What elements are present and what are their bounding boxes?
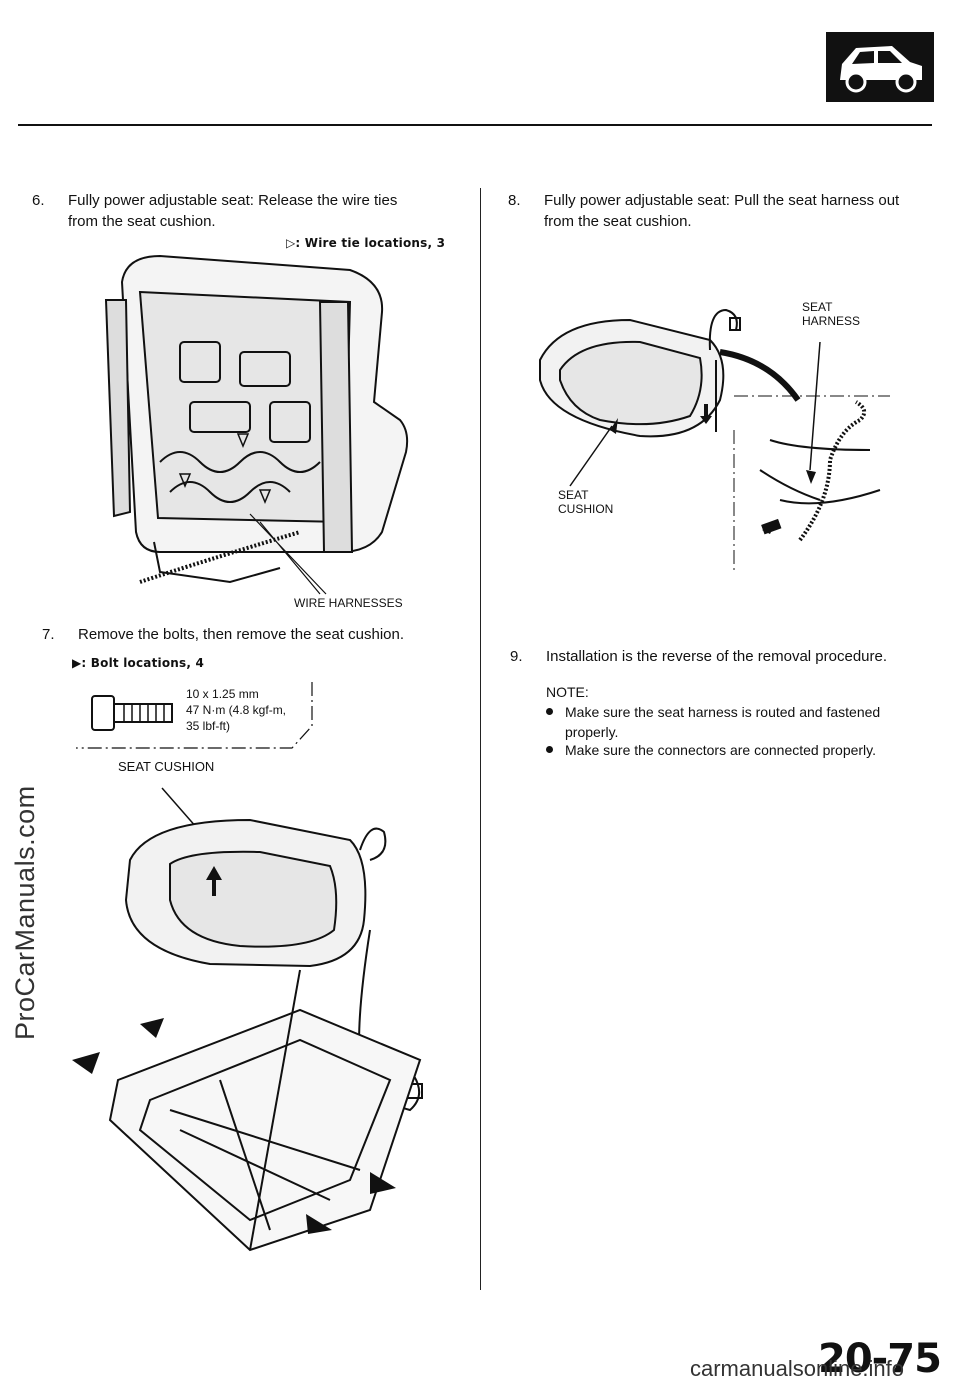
step-8-number: 8. [508, 192, 521, 209]
step-6-text-line2: from the seat cushion. [68, 213, 216, 230]
seat-cushion-callout-right: SEAT CUSHION [558, 488, 613, 516]
car-side-icon [826, 32, 934, 102]
note-item-1-line2: properly. [565, 724, 619, 740]
step-6-number: 6. [32, 192, 45, 209]
bolt-spec-bracket [76, 682, 313, 749]
step-6: 6. Fully power adjustable seat: Release … [32, 190, 452, 234]
note-label: NOTE: [546, 684, 589, 700]
bolt-spec-size: 10 x 1.25 mm [186, 687, 259, 701]
seat-harness-callout-line1: SEAT [802, 300, 833, 314]
step-9-number: 9. [510, 648, 523, 665]
seat-harness-diagram [539, 308, 890, 570]
step-7-number: 7. [42, 626, 55, 643]
step-8: 8. Fully power adjustable seat: Pull the… [508, 190, 938, 234]
watermark-side: ProCarManuals.com [10, 785, 40, 1040]
bolt-icon [91, 695, 173, 731]
bolt-locations-label: ▶: Bolt locations, 4 [72, 656, 205, 670]
bullet-icon [546, 746, 553, 753]
bolt-spec-torque-imperial: 35 lbf-ft) [186, 719, 231, 733]
bullet-icon [546, 708, 553, 715]
step-7-text: Remove the bolts, then remove the seat c… [78, 626, 405, 643]
step-8-text-line2: from the seat cushion. [544, 213, 692, 230]
seat-cushion-callout-right-line1: SEAT [558, 488, 589, 502]
step-7: 7. Remove the bolts, then remove the sea… [42, 624, 462, 646]
bolt-spec: 10 x 1.25 mm 47 N·m (4.8 kgf-m, 35 lbf-f… [186, 686, 286, 734]
note-item-2: Make sure the connectors are connected p… [546, 740, 926, 760]
seat-cushion-callout-right-line2: CUSHION [558, 502, 614, 516]
note-item-1: Make sure the seat harness is routed and… [546, 702, 926, 742]
header-rule [18, 124, 932, 126]
step-8-text-line1: Fully power adjustable seat: Pull the se… [544, 192, 900, 209]
wire-tie-locations-label: ▷: Wire tie locations, 3 [286, 236, 446, 250]
seat-cushion-removal-diagram [72, 787, 423, 1252]
column-divider [480, 188, 481, 1290]
step-9-text: Installation is the reverse of the remov… [546, 648, 888, 665]
step-9: 9. Installation is the reverse of the re… [510, 646, 940, 668]
seat-cushion-callout-left: SEAT CUSHION [118, 759, 215, 774]
watermark-bottom: carmanualsonline.info [690, 1356, 905, 1381]
step-6-text-line1: Fully power adjustable seat: Release the… [68, 192, 398, 209]
page-number: 20-75 [818, 1336, 942, 1382]
bolt-spec-torque: 47 N·m (4.8 kgf-m, [186, 703, 287, 717]
seat-harness-callout-line2: HARNESS [802, 314, 861, 328]
seat-harness-callout: SEAT HARNESS [802, 300, 860, 328]
note-item-1-line1: Make sure the seat harness is routed and… [565, 704, 881, 720]
note-item-2-text: Make sure the connectors are connected p… [565, 742, 877, 758]
seat-back-diagram [104, 254, 409, 595]
wire-harnesses-callout: WIRE HARNESSES [294, 596, 403, 610]
